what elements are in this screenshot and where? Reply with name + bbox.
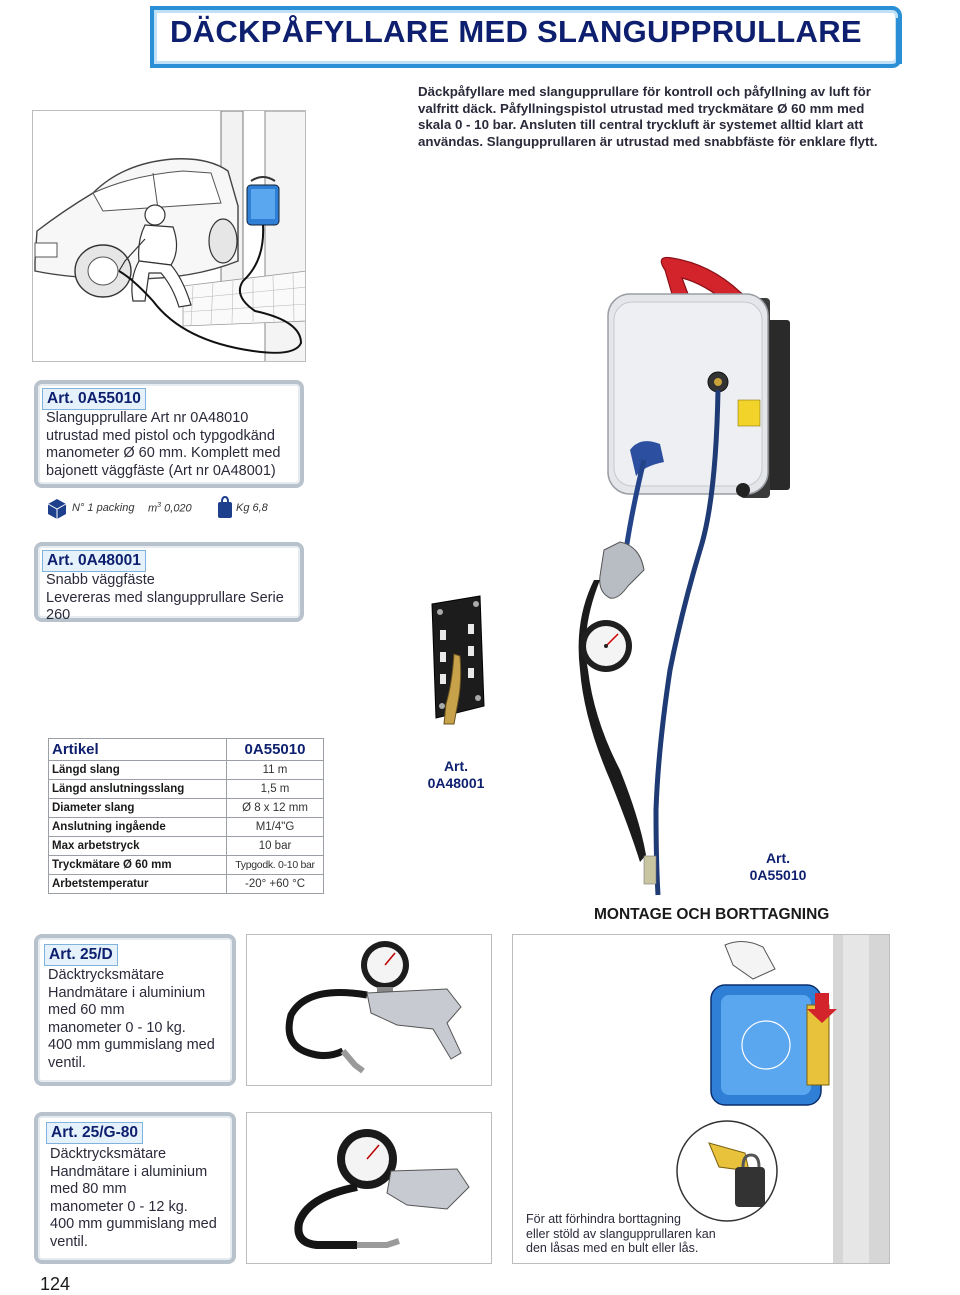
- art-label-0a48001: Art. 0A48001: [42, 550, 146, 572]
- hose-reel-graphic: [578, 256, 790, 896]
- info-line: med 60 mm: [48, 1002, 125, 1018]
- info-line: 400 mm gummislang med: [50, 1216, 217, 1232]
- info-line: Däcktrycksmätare: [50, 1146, 167, 1162]
- page-number: 124: [40, 1274, 71, 1294]
- table-row: Längd slang 11 m: [48, 760, 324, 780]
- spec-header-cell: 0A55010: [226, 738, 324, 761]
- spec-value: -20° +60 °C: [226, 874, 324, 894]
- info-line: manometer 0 - 12 kg.: [50, 1198, 188, 1215]
- montage-graphic: [676, 935, 889, 1263]
- info-text-25g80: Däcktrycksmätare Handmätare i aluminium …: [50, 1146, 236, 1251]
- wall-bracket-image: [418, 594, 494, 728]
- spec-key: Arbetstemperatur: [48, 874, 227, 894]
- spec-value: 10 bar: [226, 836, 324, 856]
- wall-bracket-graphic: [431, 595, 485, 725]
- volume-unit: m: [148, 502, 158, 515]
- info-line: Handmätare i aluminium: [50, 1163, 208, 1180]
- info-line: Däcktrycksmätare: [48, 967, 165, 983]
- table-row: Tryckmätare Ø 60 mm Typgodk. 0-10 bar: [48, 855, 324, 875]
- info-text-0a48001: Snabb väggfäste Levereras med slanguppru…: [46, 572, 302, 625]
- table-row: Längd anslutningsslang 1,5 m: [48, 779, 324, 799]
- spec-key: Anslutning ingående: [48, 817, 227, 837]
- caption-line: 0A55010: [749, 867, 807, 883]
- packing-count: N° 1 packing: [72, 502, 135, 514]
- garage-illustration: [32, 110, 306, 362]
- garage-scene-graphic: [33, 111, 305, 361]
- caption-line: Art.: [443, 758, 469, 774]
- spec-table-header: Artikel 0A55010: [48, 738, 324, 761]
- caption-line: Art.: [765, 850, 791, 866]
- caption-line: 0A48001: [427, 775, 485, 791]
- table-row: Max arbetstryck 10 bar: [48, 836, 324, 856]
- table-row: Anslutning ingående M1/4"G: [48, 817, 324, 837]
- spec-value: Typgodk. 0-10 bar: [226, 855, 324, 875]
- info-line: Snabb väggfäste: [46, 572, 155, 588]
- info-line: utrustad med pistol och typgodkänd: [46, 427, 275, 444]
- packing-info-row: N° 1 packing m3 0,020 Kg 6,8: [46, 496, 336, 522]
- info-line: manometer 0 - 10 kg.: [48, 1019, 186, 1036]
- spec-value: 1,5 m: [226, 779, 324, 799]
- note-line: För att förhindra borttagning: [526, 1212, 681, 1226]
- art-label-25g80: Art. 25/G-80: [46, 1122, 144, 1144]
- intro-line: skala 0 - 10 bar. Ansluten till central …: [418, 117, 864, 132]
- weight-icon: [218, 496, 232, 518]
- info-text-25d: Däcktrycksmätare Handmätare i aluminium …: [48, 967, 234, 1072]
- info-line: bajonett väggfäste (Art nr 0A48001): [46, 462, 276, 479]
- info-line: Levereras med slangupprullare Serie 260: [46, 589, 284, 624]
- info-line: 400 mm gummislang med: [48, 1037, 215, 1053]
- gauge-25d-graphic: [285, 941, 462, 1074]
- art-label-0a55010: Art. 0A55010: [42, 388, 146, 410]
- reel-caption: Art. 0A55010: [738, 850, 818, 884]
- spec-value: Ø 8 x 12 mm: [226, 798, 324, 818]
- table-row: Arbetstemperatur -20° +60 °C: [48, 874, 324, 894]
- gauge-25d-image: [246, 934, 492, 1086]
- package-icon: [47, 499, 67, 519]
- info-line: Handmätare i aluminium: [48, 984, 206, 1001]
- info-line: ventil.: [50, 1233, 88, 1250]
- spec-key: Tryckmätare Ø 60 mm: [48, 855, 227, 875]
- page-title: DÄCKPÅFYLLARE MED SLANGUPPRULLARE: [170, 14, 862, 49]
- spec-value: M1/4"G: [226, 817, 324, 837]
- art-label-25d: Art. 25/D: [44, 944, 118, 966]
- intro-paragraph: Däckpåfyllare med slangupprullare för ko…: [418, 84, 902, 150]
- montage-illustration: [512, 934, 890, 1264]
- bracket-caption: Art. 0A48001: [418, 758, 494, 792]
- spec-key: Längd slang: [48, 760, 227, 780]
- gauge-25g80-graphic: [294, 1129, 470, 1249]
- intro-line: användas. Slangupprullaren är utrustad m…: [418, 133, 878, 149]
- theft-note: För att förhindra borttagning eller stöl…: [526, 1212, 752, 1256]
- packing-volume: m3 0,020: [148, 502, 192, 515]
- note-line: den låsas med en bult eller lås.: [526, 1241, 699, 1255]
- spec-header-cell: Artikel: [48, 738, 227, 761]
- table-row: Diameter slang Ø 8 x 12 mm: [48, 798, 324, 818]
- spec-value: 11 m: [226, 760, 324, 780]
- hose-reel-image: [560, 250, 810, 900]
- info-line: Slangupprullare Art nr 0A48010: [46, 410, 249, 426]
- volume-value: 0,020: [164, 502, 192, 515]
- info-text-0a55010: Slangupprullare Art nr 0A48010 utrustad …: [46, 410, 302, 480]
- title-banner: [150, 6, 902, 68]
- spec-key: Max arbetstryck: [48, 836, 227, 856]
- packing-weight: Kg 6,8: [236, 502, 268, 514]
- info-line: med 80 mm: [50, 1181, 127, 1197]
- spec-key: Längd anslutningsslang: [48, 779, 227, 799]
- volume-exponent: 3: [157, 502, 162, 509]
- montage-title: MONTAGE OCH BORTTAGNING: [594, 906, 830, 923]
- note-line: eller stöld av slangupprullaren kan: [526, 1226, 716, 1241]
- spec-table: Artikel 0A55010 Längd slang 11 m Längd a…: [48, 738, 324, 894]
- intro-line: valfritt däck. Påfyllningspistol utrusta…: [418, 100, 865, 116]
- intro-line: Däckpåfyllare med slangupprullare för ko…: [418, 84, 871, 99]
- spec-key: Diameter slang: [48, 798, 227, 818]
- gauge-25g80-image: [246, 1112, 492, 1264]
- info-line: ventil.: [48, 1054, 86, 1071]
- info-line: manometer Ø 60 mm. Komplett med: [46, 445, 281, 461]
